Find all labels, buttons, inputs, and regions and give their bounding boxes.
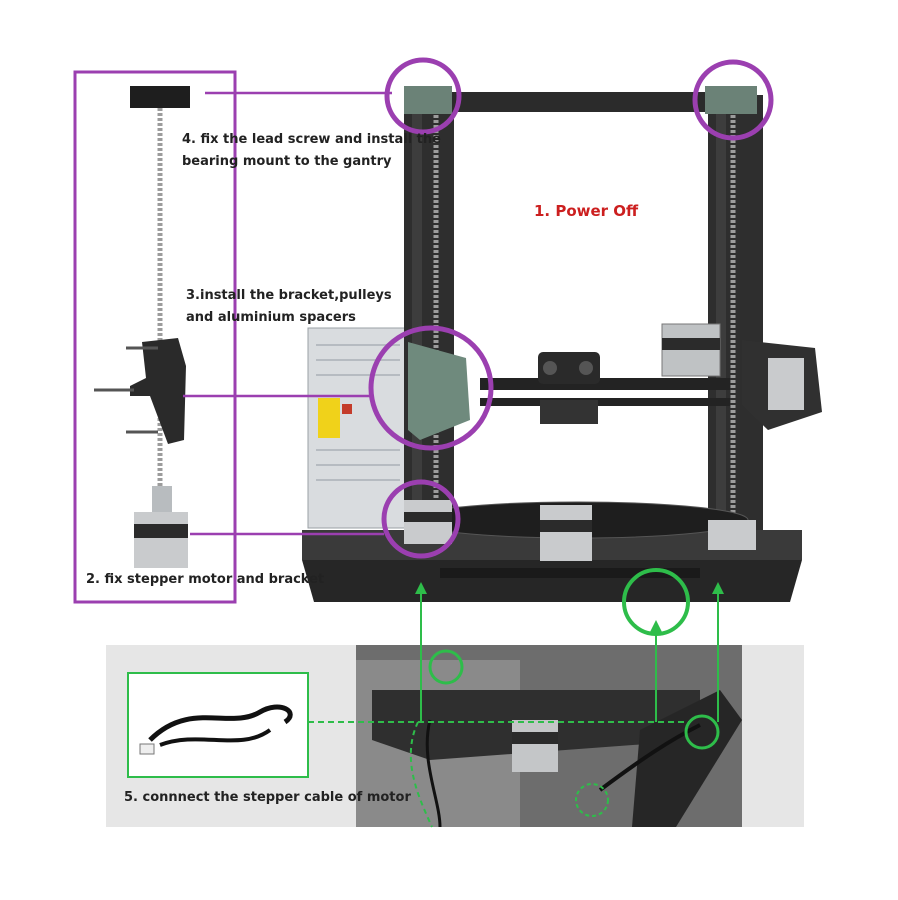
- step5-label: 5. connnect the stepper cable of motor: [124, 790, 411, 805]
- highlight-motor: [381, 479, 461, 559]
- exploded-lead-screw-assembly: [94, 86, 190, 568]
- exploded-coupler: [152, 486, 172, 512]
- exploded-stepper: [134, 512, 188, 568]
- purple-leader-lines: [183, 91, 392, 536]
- power-supply: [307, 327, 409, 529]
- extruder-carriage: [538, 352, 600, 424]
- printer-frame: [302, 92, 802, 602]
- green-arrowheads: [415, 582, 724, 632]
- bearing-mount-left: [404, 86, 452, 114]
- y-stepper: [540, 505, 592, 561]
- exploded-bearing-mount: [130, 86, 190, 108]
- green-highlight-circles: [428, 568, 720, 817]
- gantry-bracket-left: [408, 342, 470, 440]
- purple-highlight-circles: [368, 57, 774, 559]
- stepper-cable-icon: [148, 704, 293, 742]
- step3-label-line1: 3.install the bracket,pulleys: [186, 288, 392, 303]
- power-off-title: 1. Power Off: [534, 202, 639, 220]
- bearing-mount-right: [705, 86, 757, 114]
- exploded-view-box: [73, 70, 237, 604]
- cable-detail-photo: [356, 645, 742, 828]
- step4-label-line2: bearing mount to the gantry: [182, 154, 392, 169]
- highlight-top-left: [384, 57, 462, 135]
- exploded-bracket: [130, 338, 186, 444]
- highlight-top-right: [692, 59, 774, 141]
- lead-screws: [433, 110, 736, 520]
- x-axis-stepper: [661, 323, 822, 430]
- highlight-bracket: [368, 325, 494, 451]
- green-leader-lines: [308, 590, 719, 828]
- z-stepper-right: [708, 520, 756, 550]
- step4-label-line1: 4. fix the lead screw and install the: [182, 132, 441, 147]
- step3-label-line2: and aluminium spacers: [186, 310, 356, 325]
- highlight-cable-port: [622, 568, 690, 636]
- cable-inset-box: [127, 672, 309, 778]
- step2-label: 2. fix stepper motor and bracket: [86, 572, 325, 587]
